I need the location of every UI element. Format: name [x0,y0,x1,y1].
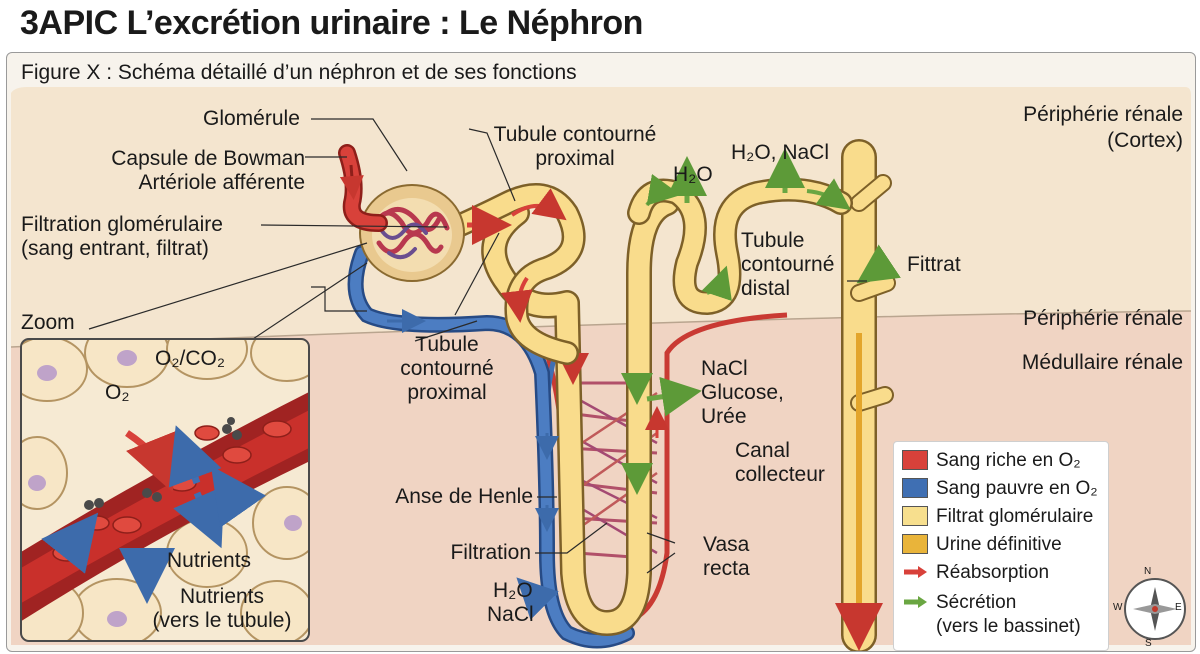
legend-item-secretion-note: (vers le bassinet) [936,614,1081,638]
red-arrow-icon [904,566,927,578]
legend-label: (vers le bassinet) [936,615,1081,637]
label-filtration-glomerulaire: Filtration glomérulaire [21,213,223,236]
legend-label: Réabsorption [936,561,1050,583]
label-fittrat: Fittrat [907,253,961,276]
compass-w: W [1113,602,1123,613]
label-nutrients: Nutrients [167,549,252,572]
legend: Sang riche en O₂ Sang pauvre en O₂ Filtr… [893,441,1109,651]
label-filtration-subtext: (sang entrant, filtrat) [21,237,209,260]
glomerulus [359,184,465,282]
label-nutrients-2: Nutrients [179,585,265,608]
label-tcd-3: distal [741,277,791,300]
zoom-panel [21,339,309,641]
legend-label: Urine définitive [936,533,1062,555]
compass-icon [1124,578,1186,640]
legend-swatch [902,478,928,498]
label-capsule: Capsule de Bowman [111,147,305,170]
label-collecteur: collecteur [735,463,825,486]
zoom-frame [20,338,310,642]
figure-subtitle: Figure X : Schéma détaillé d’un néphron … [21,61,577,84]
legend-swatch [902,506,928,526]
compass-n: N [1144,566,1152,577]
label-arteriole: Artériole afférente [138,171,305,194]
page-title: 3APIC L’excrétion urinaire : Le Néphron [20,4,643,42]
compass-s: S [1145,638,1152,649]
label-tcd-2: contourné [741,253,835,276]
label-peripherie: Périphérie rénale [1023,307,1183,330]
legend-label: Sécrétion [936,591,1017,613]
label-o2: O₂ [105,381,130,404]
label-h2o-top: H₂O [673,163,713,186]
label-nacl-bottom: NaCl [487,603,534,626]
label-nutrients-3: (vers le tubule) [152,609,292,632]
label-glomerule: Glomérule [203,107,300,130]
label-tcp-mid-1: Tubule [415,333,479,356]
label-h2o-bottom: H₂O [493,579,533,602]
label-tcp-top-1: Tubule contourné [493,123,657,146]
label-uree: Urée [701,405,747,428]
legend-swatch [902,534,928,554]
collecting-duct [835,139,896,651]
legend-item-vein: Sang pauvre en O₂ [902,476,1098,500]
label-cortex-2: (Cortex) [1107,129,1183,152]
label-canal: Canal [735,439,790,462]
legend-label: Sang riche en O₂ [936,449,1081,471]
label-h2o-nacl-top: H₂O, NaCl [731,141,829,164]
legend-label: Sang pauvre en O₂ [936,477,1098,499]
afferent-arteriole [338,144,559,532]
legend-swatch [902,450,928,470]
label-glucose: Glucose, [701,381,784,404]
vein-vessel [347,245,635,649]
label-o2co2: O₂/CO₂ [155,347,225,370]
label-anse: Anse de Henle [395,485,533,508]
label-vasa: Vasa [703,533,750,556]
label-tcp-mid-3: proximal [407,381,487,404]
leader-lines [88,118,867,574]
label-tcd-1: Tubule [741,229,805,252]
legend-item-artery: Sang riche en O₂ [902,448,1081,472]
legend-item-urine: Urine définitive [902,532,1062,556]
green-arrow-icon [904,596,927,608]
legend-item-reabsorption: Réabsorption [902,560,1049,584]
label-nacl: NaCl [701,357,748,380]
legend-item-filtrate: Filtrat glomérulaire [902,504,1093,528]
legend-item-secretion: Sécrétion [902,590,1016,614]
label-tcp-top-2: proximal [535,147,615,170]
exchange-arrows [516,148,901,620]
label-recta: recta [703,557,750,580]
label-tcp-mid-2: contourné [400,357,494,380]
compass-e: E [1175,602,1182,613]
figure-frame: Figure X : Schéma détaillé d’un néphron … [6,52,1196,652]
legend-label: Filtrat glomérulaire [936,505,1094,527]
label-filtration: Filtration [450,541,531,564]
label-medullaire: Médullaire rénale [1021,351,1183,374]
label-cortex-1: Périphérie rénale [1023,103,1183,126]
label-zoom: Zoom [21,311,75,334]
